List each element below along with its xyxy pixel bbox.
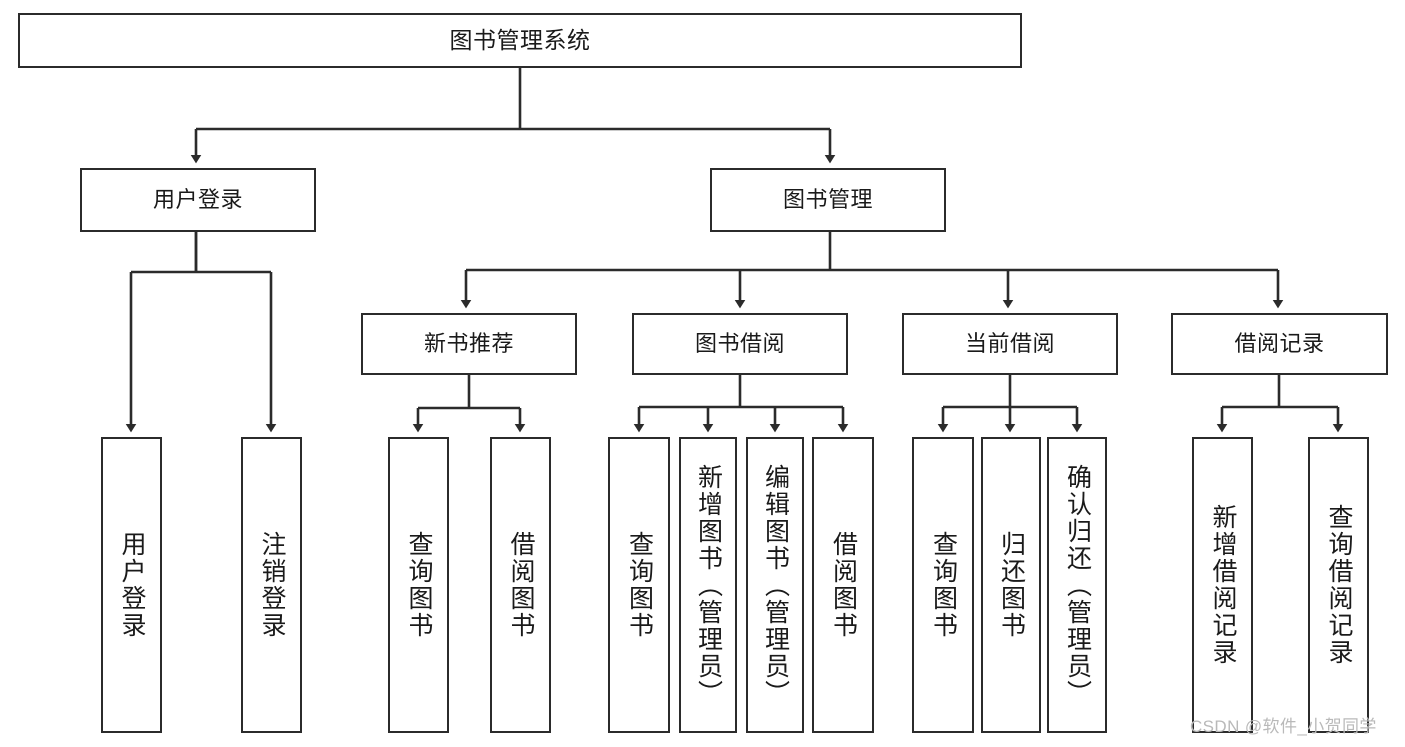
- node-label: 查询图书: [405, 531, 433, 639]
- leaf-recommend-borrow-book[interactable]: 借阅图书: [490, 437, 551, 733]
- node-label: 查询图书: [625, 531, 654, 639]
- leaf-borrow-query-book[interactable]: 查询图书: [608, 437, 670, 733]
- node-user-login[interactable]: 用户登录: [80, 168, 316, 232]
- leaf-borrow-edit-book-admin[interactable]: 编辑图书（管理员）: [746, 437, 804, 733]
- node-root-book-management-system[interactable]: 图书管理系统: [18, 13, 1022, 68]
- leaf-user-login-login[interactable]: 用户登录: [101, 437, 162, 733]
- leaf-current-return-book[interactable]: 归还图书: [981, 437, 1041, 733]
- node-label: 编辑图书（管理员）: [761, 463, 790, 707]
- node-label: 查询图书: [929, 531, 958, 639]
- node-label: 借阅图书: [507, 531, 535, 639]
- node-label: 图书管理系统: [449, 26, 591, 53]
- leaf-record-add-record[interactable]: 新增借阅记录: [1192, 437, 1253, 733]
- node-label: 新书推荐: [423, 330, 514, 356]
- leaf-user-login-logout[interactable]: 注销登录: [241, 437, 302, 733]
- node-label: 确认归还（管理员）: [1063, 463, 1092, 707]
- node-label: 新增图书（管理员）: [694, 463, 723, 707]
- node-label: 注销登录: [258, 531, 286, 639]
- leaf-recommend-query-book[interactable]: 查询图书: [388, 437, 449, 733]
- leaf-borrow-add-book-admin[interactable]: 新增图书（管理员）: [679, 437, 737, 733]
- node-label: 归还图书: [997, 531, 1026, 639]
- watermark-text: CSDN @软件_小贺同学: [1190, 717, 1377, 736]
- node-label: 图书借阅: [694, 330, 785, 356]
- node-label: 当前借阅: [964, 330, 1055, 356]
- node-label: 借阅记录: [1234, 330, 1325, 356]
- node-label: 借阅图书: [829, 531, 858, 639]
- node-label: 查询借阅记录: [1325, 504, 1353, 666]
- node-borrow-record[interactable]: 借阅记录: [1171, 313, 1388, 375]
- node-current-borrow[interactable]: 当前借阅: [902, 313, 1118, 375]
- leaf-record-query-record[interactable]: 查询借阅记录: [1308, 437, 1369, 733]
- leaf-current-query-book[interactable]: 查询图书: [912, 437, 974, 733]
- node-label: 图书管理: [782, 186, 873, 212]
- leaf-borrow-borrow-book[interactable]: 借阅图书: [812, 437, 874, 733]
- node-label: 用户登录: [118, 531, 146, 639]
- leaf-current-confirm-return-admin[interactable]: 确认归还（管理员）: [1047, 437, 1107, 733]
- node-book-borrow[interactable]: 图书借阅: [632, 313, 848, 375]
- node-label: 新增借阅记录: [1209, 504, 1237, 666]
- node-new-book-recommend[interactable]: 新书推荐: [361, 313, 577, 375]
- node-book-management[interactable]: 图书管理: [710, 168, 946, 232]
- node-label: 用户登录: [152, 186, 243, 212]
